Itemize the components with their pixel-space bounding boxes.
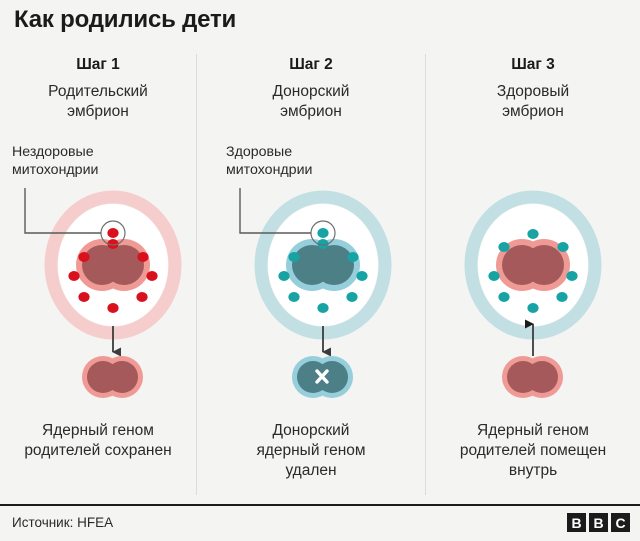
step-1-caption: Ядерный геном родителей сохранен	[24, 422, 172, 460]
source-label: Источник: HFEA	[12, 515, 114, 530]
annotation-unhealthy-mitochondria: Нездоровые митохондрии	[12, 144, 99, 179]
bbc-letter-b1: B	[567, 513, 586, 532]
step-column-3: Шаг 3 Здоровый эмбрион	[426, 50, 640, 495]
bbc-letter-c: C	[611, 513, 630, 532]
step-2-label: Шаг 2	[289, 56, 333, 73]
step-column-2: Шаг 2 Донорский эмбрион	[197, 50, 425, 495]
bbc-logo: B B C	[567, 513, 630, 532]
step-column-1: Шаг 1 Родительский эмбрион	[0, 50, 196, 495]
annotation-healthy-mitochondria: Здоровые митохондрии	[226, 144, 313, 179]
step-2-caption: Донорский ядерный геном удален	[256, 422, 366, 480]
column-divider-2	[425, 54, 426, 495]
bbc-letter-b2: B	[589, 513, 608, 532]
step-3-caption: Ядерный геном родителей помещен внутрь	[459, 422, 607, 480]
page-title: Как родились дети	[14, 6, 237, 33]
step-2-subtitle: Донорский эмбрион	[272, 83, 350, 121]
column-divider-1	[196, 54, 197, 495]
step-3-subtitle: Здоровый эмбрион	[496, 83, 570, 121]
step-1-subtitle: Родительский эмбрион	[48, 83, 148, 121]
step-1-label: Шаг 1	[76, 56, 120, 73]
step-3-label: Шаг 3	[511, 56, 555, 73]
footer-divider	[0, 504, 640, 506]
